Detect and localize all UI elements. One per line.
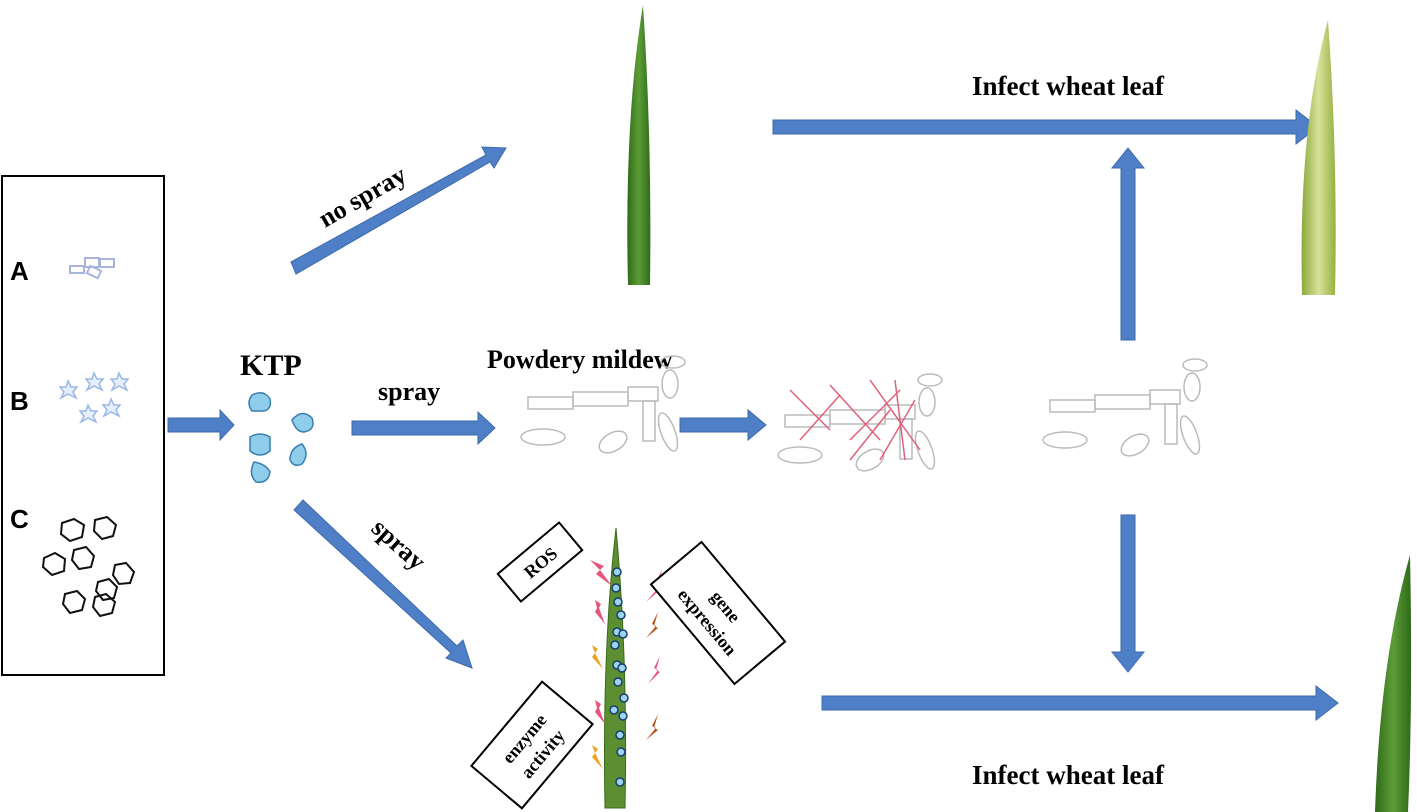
material-c-icon xyxy=(41,515,136,618)
label-b: B xyxy=(10,386,29,416)
material-a-icon xyxy=(69,257,115,280)
ktp-droplets-icon xyxy=(248,392,314,484)
arrow-no-spray xyxy=(290,146,507,275)
label-c: C xyxy=(10,504,29,534)
ros-box: ROS xyxy=(496,521,584,603)
enzyme-activity-box: enzyme activity xyxy=(469,680,595,810)
infected-leaf-icon xyxy=(1301,20,1336,295)
spray-diagonal-label: spray xyxy=(366,513,432,576)
recovered-mildew-icon xyxy=(1042,358,1208,462)
protected-leaf-icon xyxy=(1375,555,1412,812)
gene-expression-box: gene enzyme expression xyxy=(649,540,787,686)
arrow-up xyxy=(1110,147,1146,341)
ktp-label: KTP xyxy=(240,349,302,382)
arrow-infect-bottom xyxy=(821,684,1339,722)
arrow-panel-to-ktp xyxy=(167,408,235,442)
arrow-spray-diagonal xyxy=(293,499,473,669)
label-a: A xyxy=(10,256,29,286)
infect-top-label: Infect wheat leaf xyxy=(972,71,1165,101)
arrow-mildew-to-inhibited xyxy=(679,408,767,442)
arrow-spray-right xyxy=(351,410,496,446)
arrow-infect-top xyxy=(772,108,1319,146)
no-spray-label: no spray xyxy=(314,160,412,233)
healthy-leaf-icon xyxy=(627,5,651,285)
arrow-down xyxy=(1110,514,1146,673)
material-b-icon xyxy=(58,371,130,424)
spray-label: spray xyxy=(378,377,440,406)
infect-bottom-label: Infect wheat leaf xyxy=(972,760,1165,790)
inhibited-mildew-icon xyxy=(777,373,943,477)
treated-leaf-icon xyxy=(603,527,629,809)
powdery-mildew-label: Powdery mildew xyxy=(487,345,673,374)
materials-panel xyxy=(1,175,165,676)
